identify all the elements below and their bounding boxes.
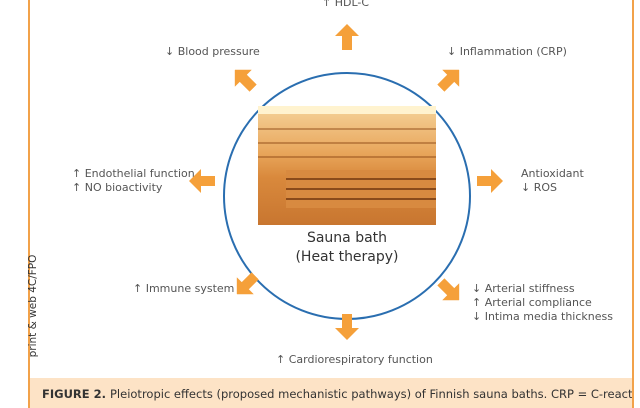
arrow-up-right-icon [437, 69, 460, 92]
arrow-down-right-icon [437, 278, 460, 301]
effect-line: ↑ Arterial compliance [472, 296, 592, 309]
effect-arterial: ↓ Arterial stiffness ↑ Arterial complian… [472, 282, 613, 324]
effect-line: ↓ Intima media thickness [472, 310, 613, 323]
print-note: print & web 4C/FPO [27, 254, 39, 358]
effect-endothelial: ↑ Endothelial function ↑ NO bioactivity [72, 167, 195, 195]
effect-line: Antioxidant [521, 167, 584, 180]
arrow-down-icon [335, 314, 359, 340]
center-title: Sauna bath [306, 230, 388, 246]
effect-line: ↑ Endothelial function [72, 167, 195, 180]
sauna-photo [258, 106, 436, 225]
caption-text: Pleiotropic effects (proposed mechanisti… [110, 387, 634, 401]
caption-label: FIGURE 2. [42, 387, 106, 401]
effect-hdl: ↑ HDL-C [322, 0, 370, 9]
effect-line: ↑ NO bioactivity [72, 181, 163, 194]
arrow-up-icon [335, 24, 359, 50]
center-subtitle: (Heat therapy) [295, 249, 399, 265]
effect-inflammation: ↓ Inflammation (CRP) [447, 45, 567, 58]
effect-cardiorespiratory: ↑ Cardiorespiratory function [276, 353, 433, 366]
effect-line: ↓ ROS [521, 181, 557, 194]
arrow-right-icon [477, 169, 503, 193]
effect-antioxidant: Antioxidant ↓ ROS [521, 167, 584, 195]
effect-line: ↓ Arterial stiffness [472, 282, 575, 295]
effect-blood-pressure: ↓ Blood pressure [165, 45, 260, 58]
arrow-down-left-icon [236, 272, 259, 295]
arrow-up-left-icon [234, 69, 257, 92]
figure-caption: FIGURE 2. Pleiotropic effects (proposed m… [28, 378, 634, 408]
arrow-left-icon [189, 169, 215, 193]
effect-immune: ↑ Immune system [133, 282, 235, 295]
